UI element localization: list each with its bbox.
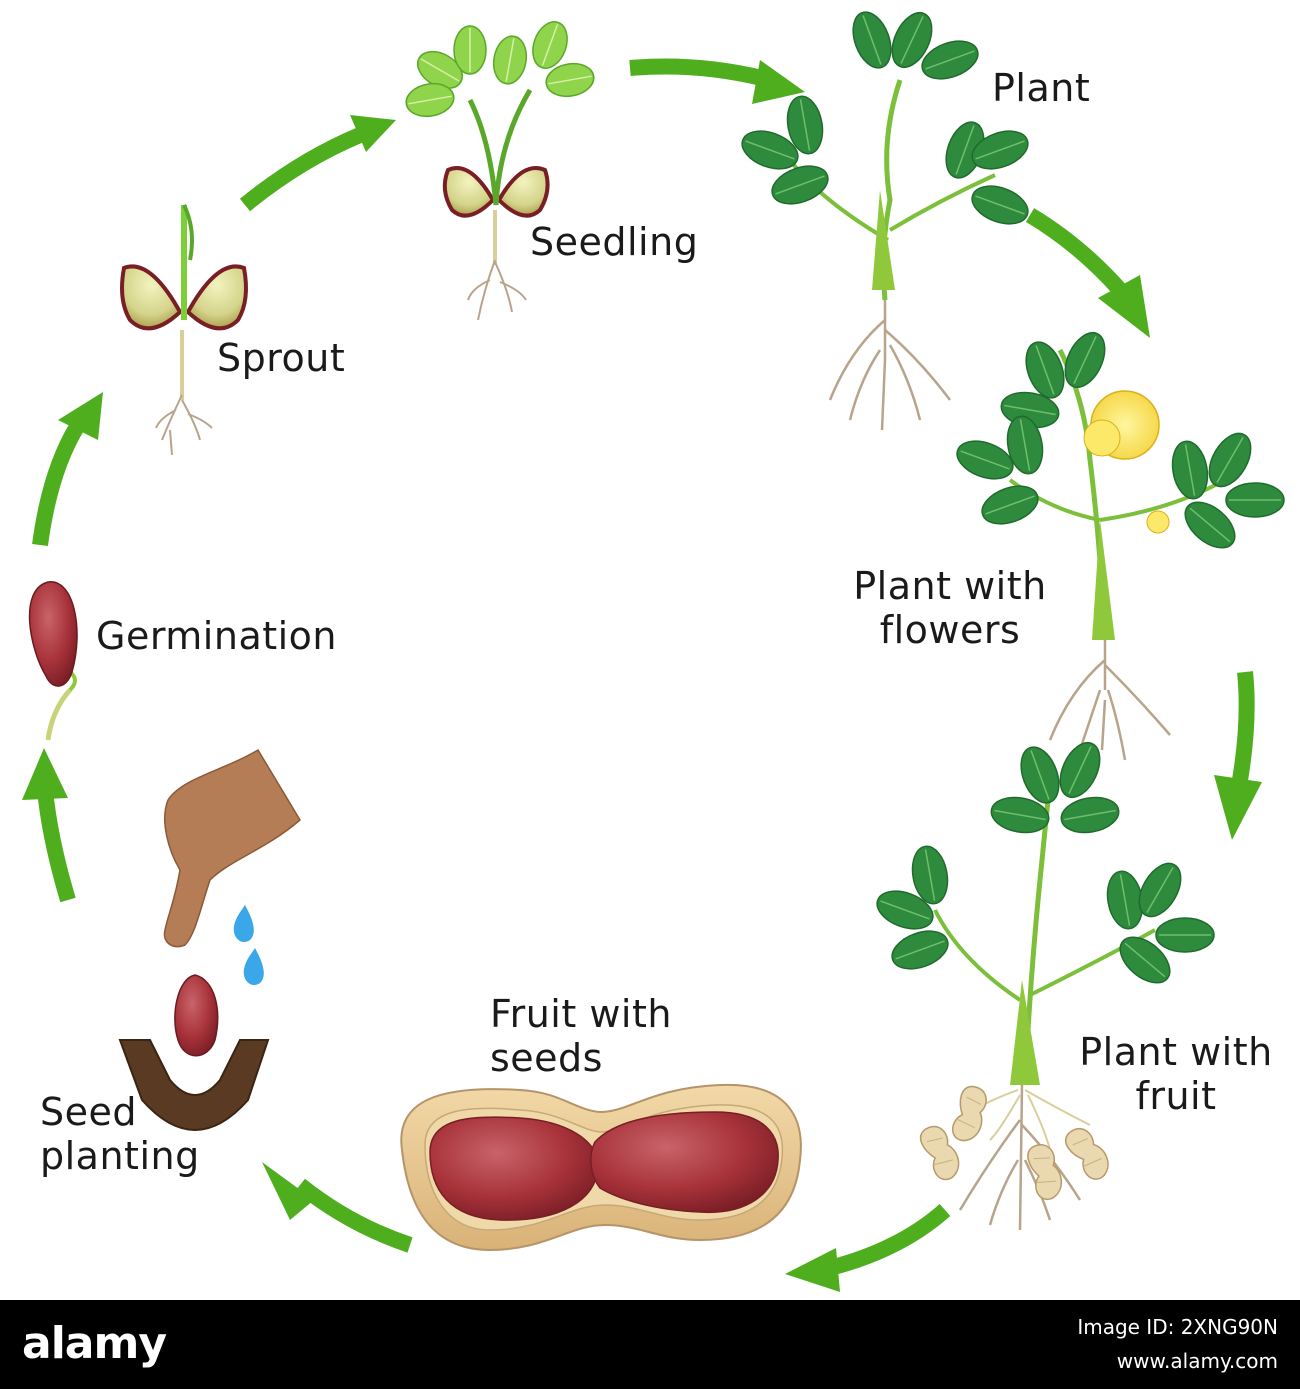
flowering-plant-illustration xyxy=(951,325,1285,761)
arrow-germination-to-sprout xyxy=(32,392,103,547)
arrow-seedling-to-plant xyxy=(629,58,805,104)
seedling-illustration xyxy=(402,16,598,321)
stage-label-line: Plant with xyxy=(853,564,1047,608)
arrow-pod-to-planting xyxy=(262,1162,413,1253)
stage-label-line: planting xyxy=(40,1134,200,1178)
seed-icon xyxy=(174,974,219,1057)
stage-label-line: fruit xyxy=(1135,1074,1217,1118)
life-cycle-diagram: Plant Seedling Sprout Germination Plant … xyxy=(22,5,1292,1292)
seed-planting-illustration xyxy=(118,748,301,1131)
stage-label-sprout: Sprout xyxy=(217,336,346,380)
arrow-fruit-to-pod xyxy=(785,1203,951,1292)
arrow-plant-to-flowers xyxy=(1025,208,1150,338)
stage-label-plant-with-fruit: Plant with fruit xyxy=(1060,1030,1292,1118)
stage-label-line: Fruit with xyxy=(490,992,672,1036)
stage-label-line: Seed xyxy=(40,1090,137,1134)
germinating-seed-illustration xyxy=(28,581,78,741)
image-id: Image ID: 2XNG90N xyxy=(1077,1315,1278,1339)
water-drop-icon xyxy=(243,948,264,986)
stage-label-line: seeds xyxy=(490,1036,603,1080)
fruiting-plant-illustration xyxy=(871,735,1215,1231)
stage-label-seed-planting: Seed planting xyxy=(40,1090,200,1178)
arrow-planting-to-germination xyxy=(22,748,76,903)
stage-label-plant-with-flowers: Plant with flowers xyxy=(830,564,1070,652)
hand-icon xyxy=(163,748,301,948)
stage-label-plant: Plant xyxy=(992,66,1091,110)
plant-illustration xyxy=(736,5,1034,431)
diagram-canvas xyxy=(22,5,1285,1292)
stage-label-germination: Germination xyxy=(96,614,338,658)
stage-label-seedling: Seedling xyxy=(530,220,699,264)
stage-label-fruit-with-seeds: Fruit with seeds xyxy=(490,992,672,1080)
open-peanut-pod-illustration xyxy=(400,1083,802,1252)
site-url: www.alamy.com xyxy=(1116,1349,1278,1373)
cycle-arrows xyxy=(22,58,1262,1292)
sprout-illustration xyxy=(120,204,248,456)
brand-logo: alamy xyxy=(22,1318,167,1369)
arrow-flowers-to-fruit xyxy=(1214,671,1262,840)
arrow-sprout-to-seedling xyxy=(239,115,396,212)
soil-furrow-icon xyxy=(118,1039,270,1131)
stage-label-line: Plant with xyxy=(1079,1030,1273,1074)
stage-label-line: flowers xyxy=(879,608,1021,652)
water-drop-icon xyxy=(233,905,254,943)
watermark-footer: alamy Image ID: 2XNG90N www.alamy.com xyxy=(0,1300,1300,1389)
image-meta: Image ID: 2XNG90N www.alamy.com xyxy=(1077,1310,1278,1378)
